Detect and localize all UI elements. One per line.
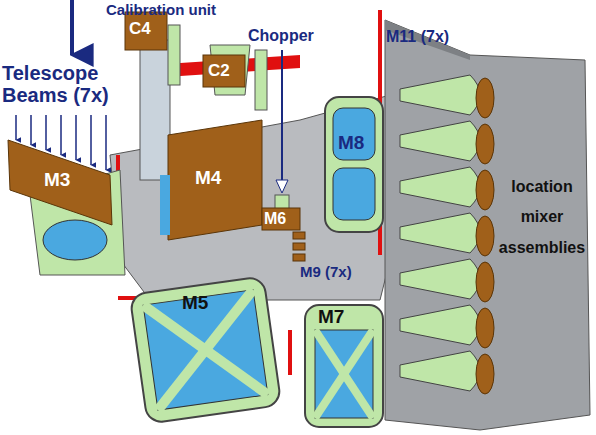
part-label: Telescope Beams (7x) xyxy=(2,62,142,106)
chopper-arrowhead xyxy=(276,180,288,193)
beam-arrow xyxy=(70,0,74,55)
mixer-horn xyxy=(400,305,480,345)
mixer-mirror xyxy=(476,124,494,164)
mixer-horn xyxy=(400,351,480,391)
mixer-mirror xyxy=(476,262,494,302)
red-edge xyxy=(288,330,292,375)
m7-mirror xyxy=(315,330,373,418)
callout-number: M7 xyxy=(318,307,358,328)
callout-number: M6 xyxy=(264,210,298,228)
part-label: location mixer assemblies xyxy=(494,172,590,263)
m4-back xyxy=(160,175,170,235)
m8-mount xyxy=(325,97,383,232)
mirror-m6 xyxy=(262,208,300,230)
m5-mirror xyxy=(143,290,268,410)
mirror-m3 xyxy=(8,140,112,225)
mixer-mirror xyxy=(476,216,494,256)
calibration-column xyxy=(140,40,170,180)
chopper-leader xyxy=(281,50,283,190)
chopper-body xyxy=(275,195,289,209)
mixer-mirror xyxy=(476,308,494,348)
callout-number: C4 xyxy=(129,20,165,39)
callout-number: C2 xyxy=(208,62,244,81)
callout-number: M11 (7x) xyxy=(386,28,476,46)
mixer-plate xyxy=(385,20,590,430)
mixer-mirror xyxy=(476,78,494,118)
part-label: Calibration unit xyxy=(106,2,276,19)
callout-number: M5 xyxy=(182,293,222,314)
callout-number: M4 xyxy=(195,168,245,189)
m3-back xyxy=(43,220,107,260)
mixer-horn xyxy=(400,167,480,207)
mixer-horn xyxy=(400,75,480,115)
m5-mount xyxy=(130,276,282,424)
mixer-mirror xyxy=(476,354,494,394)
mixer-horn xyxy=(400,121,480,161)
mixer-horn xyxy=(400,259,480,299)
m9-mirrors xyxy=(293,232,305,261)
mirror-m4 xyxy=(168,120,262,240)
m7-mount xyxy=(305,305,383,427)
part-label: Chopper xyxy=(248,27,328,45)
c2-support xyxy=(255,50,267,110)
mixer-assemblies xyxy=(400,75,494,394)
mixer-horn xyxy=(400,213,480,253)
c4-mount xyxy=(168,25,180,85)
mixer-mirror xyxy=(476,170,494,210)
callout-number: M8 xyxy=(338,133,374,154)
mirror-c2 xyxy=(203,55,245,87)
callout-number: M9 (7x) xyxy=(298,264,354,281)
callout-number: M3 xyxy=(44,170,84,191)
m8-mirror xyxy=(333,168,375,220)
m8-mirror xyxy=(333,108,375,160)
